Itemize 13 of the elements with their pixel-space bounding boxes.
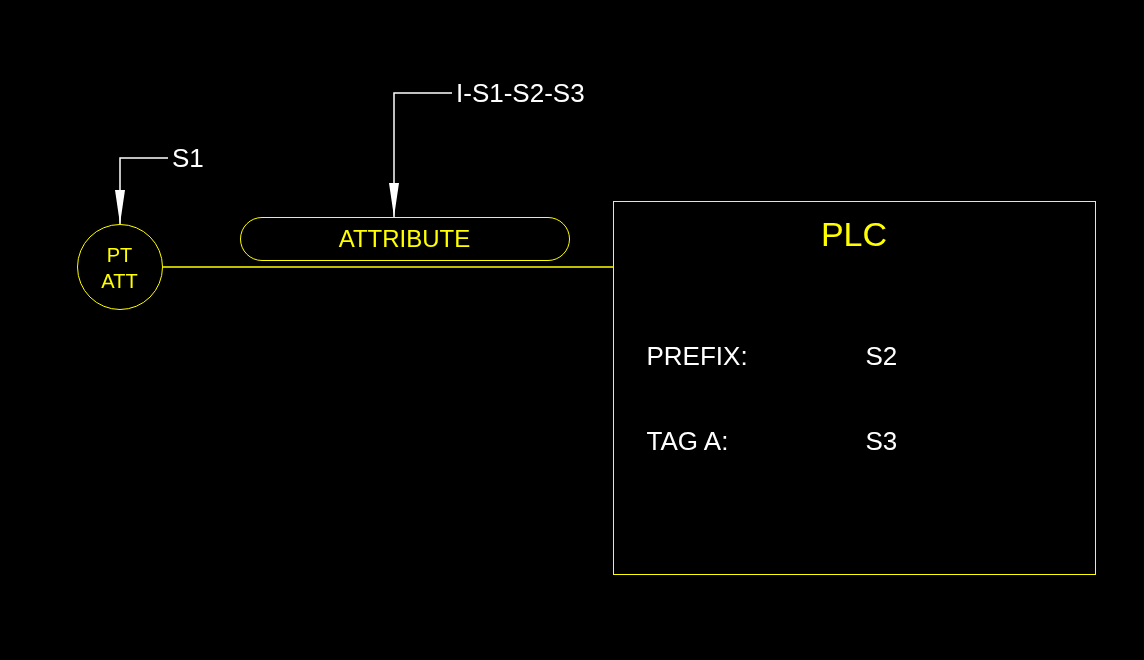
plc-box	[613, 201, 1096, 575]
callout-label: I-S1-S2-S3	[456, 80, 585, 106]
leader-line	[389, 92, 453, 218]
field-value: S2	[865, 342, 898, 369]
leader-line	[115, 157, 169, 225]
instrument-tag: PT ATT	[76, 241, 163, 294]
plc-title: PLC	[819, 216, 889, 251]
field-label: TAG A:	[646, 427, 729, 454]
field-label: PREFIX:	[646, 342, 748, 369]
callout-label: S1	[172, 145, 204, 171]
connector-line	[162, 266, 614, 268]
attribute-label: ATTRIBUTE	[337, 226, 472, 251]
field-value: S3	[865, 427, 898, 454]
